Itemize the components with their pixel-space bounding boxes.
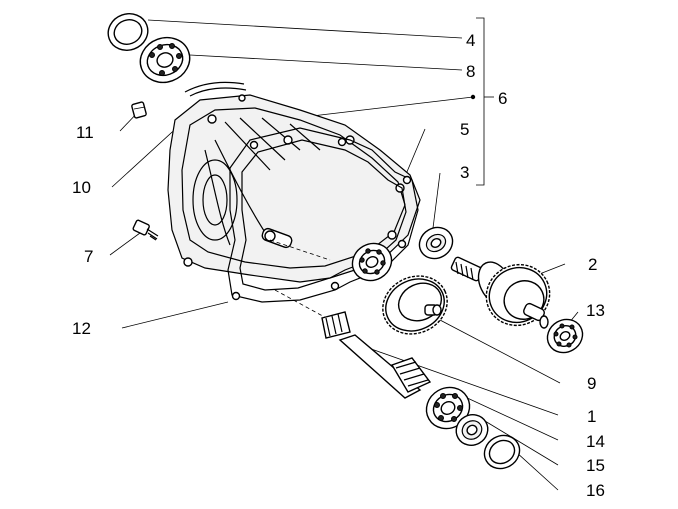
- label-1: 1: [587, 407, 596, 426]
- label-14: 14: [586, 432, 605, 451]
- bearing-part-8: [139, 36, 191, 84]
- bearing-part-13: [546, 318, 584, 354]
- plug-part-11: [131, 101, 147, 119]
- label-11: 11: [76, 123, 94, 142]
- label-15: 15: [586, 456, 605, 475]
- leader-lines: [109, 17, 579, 491]
- label-13: 13: [586, 301, 605, 320]
- label-10: 10: [72, 178, 91, 197]
- label-7: 7: [84, 247, 93, 266]
- bearing-part-5: [351, 242, 393, 282]
- label-3: 3: [460, 163, 469, 182]
- label-16: 16: [586, 481, 605, 500]
- label-2: 2: [588, 255, 597, 274]
- label-5: 5: [460, 120, 469, 139]
- snap-ring-part-4: [107, 13, 149, 51]
- screw-part-7: [132, 219, 159, 241]
- label-8: 8: [466, 62, 475, 81]
- wire-part-10: [184, 81, 247, 97]
- label-4: 4: [466, 31, 475, 50]
- callout-labels: 4 8 6 5 3 11 10 7 2 13 12 9 1 14 15 16: [72, 31, 605, 500]
- gear-part-9: [382, 275, 448, 335]
- gear-shaft-part-2: [450, 256, 551, 329]
- bearing-part-14: [425, 386, 471, 430]
- label-6: 6: [498, 89, 507, 108]
- label-12: 12: [72, 319, 91, 338]
- output-shaft-part-1: [321, 311, 432, 399]
- circlip-part-16: [483, 434, 521, 470]
- label-9: 9: [587, 374, 596, 393]
- seal-part-3: [418, 226, 454, 260]
- seal-part-15: [455, 414, 489, 446]
